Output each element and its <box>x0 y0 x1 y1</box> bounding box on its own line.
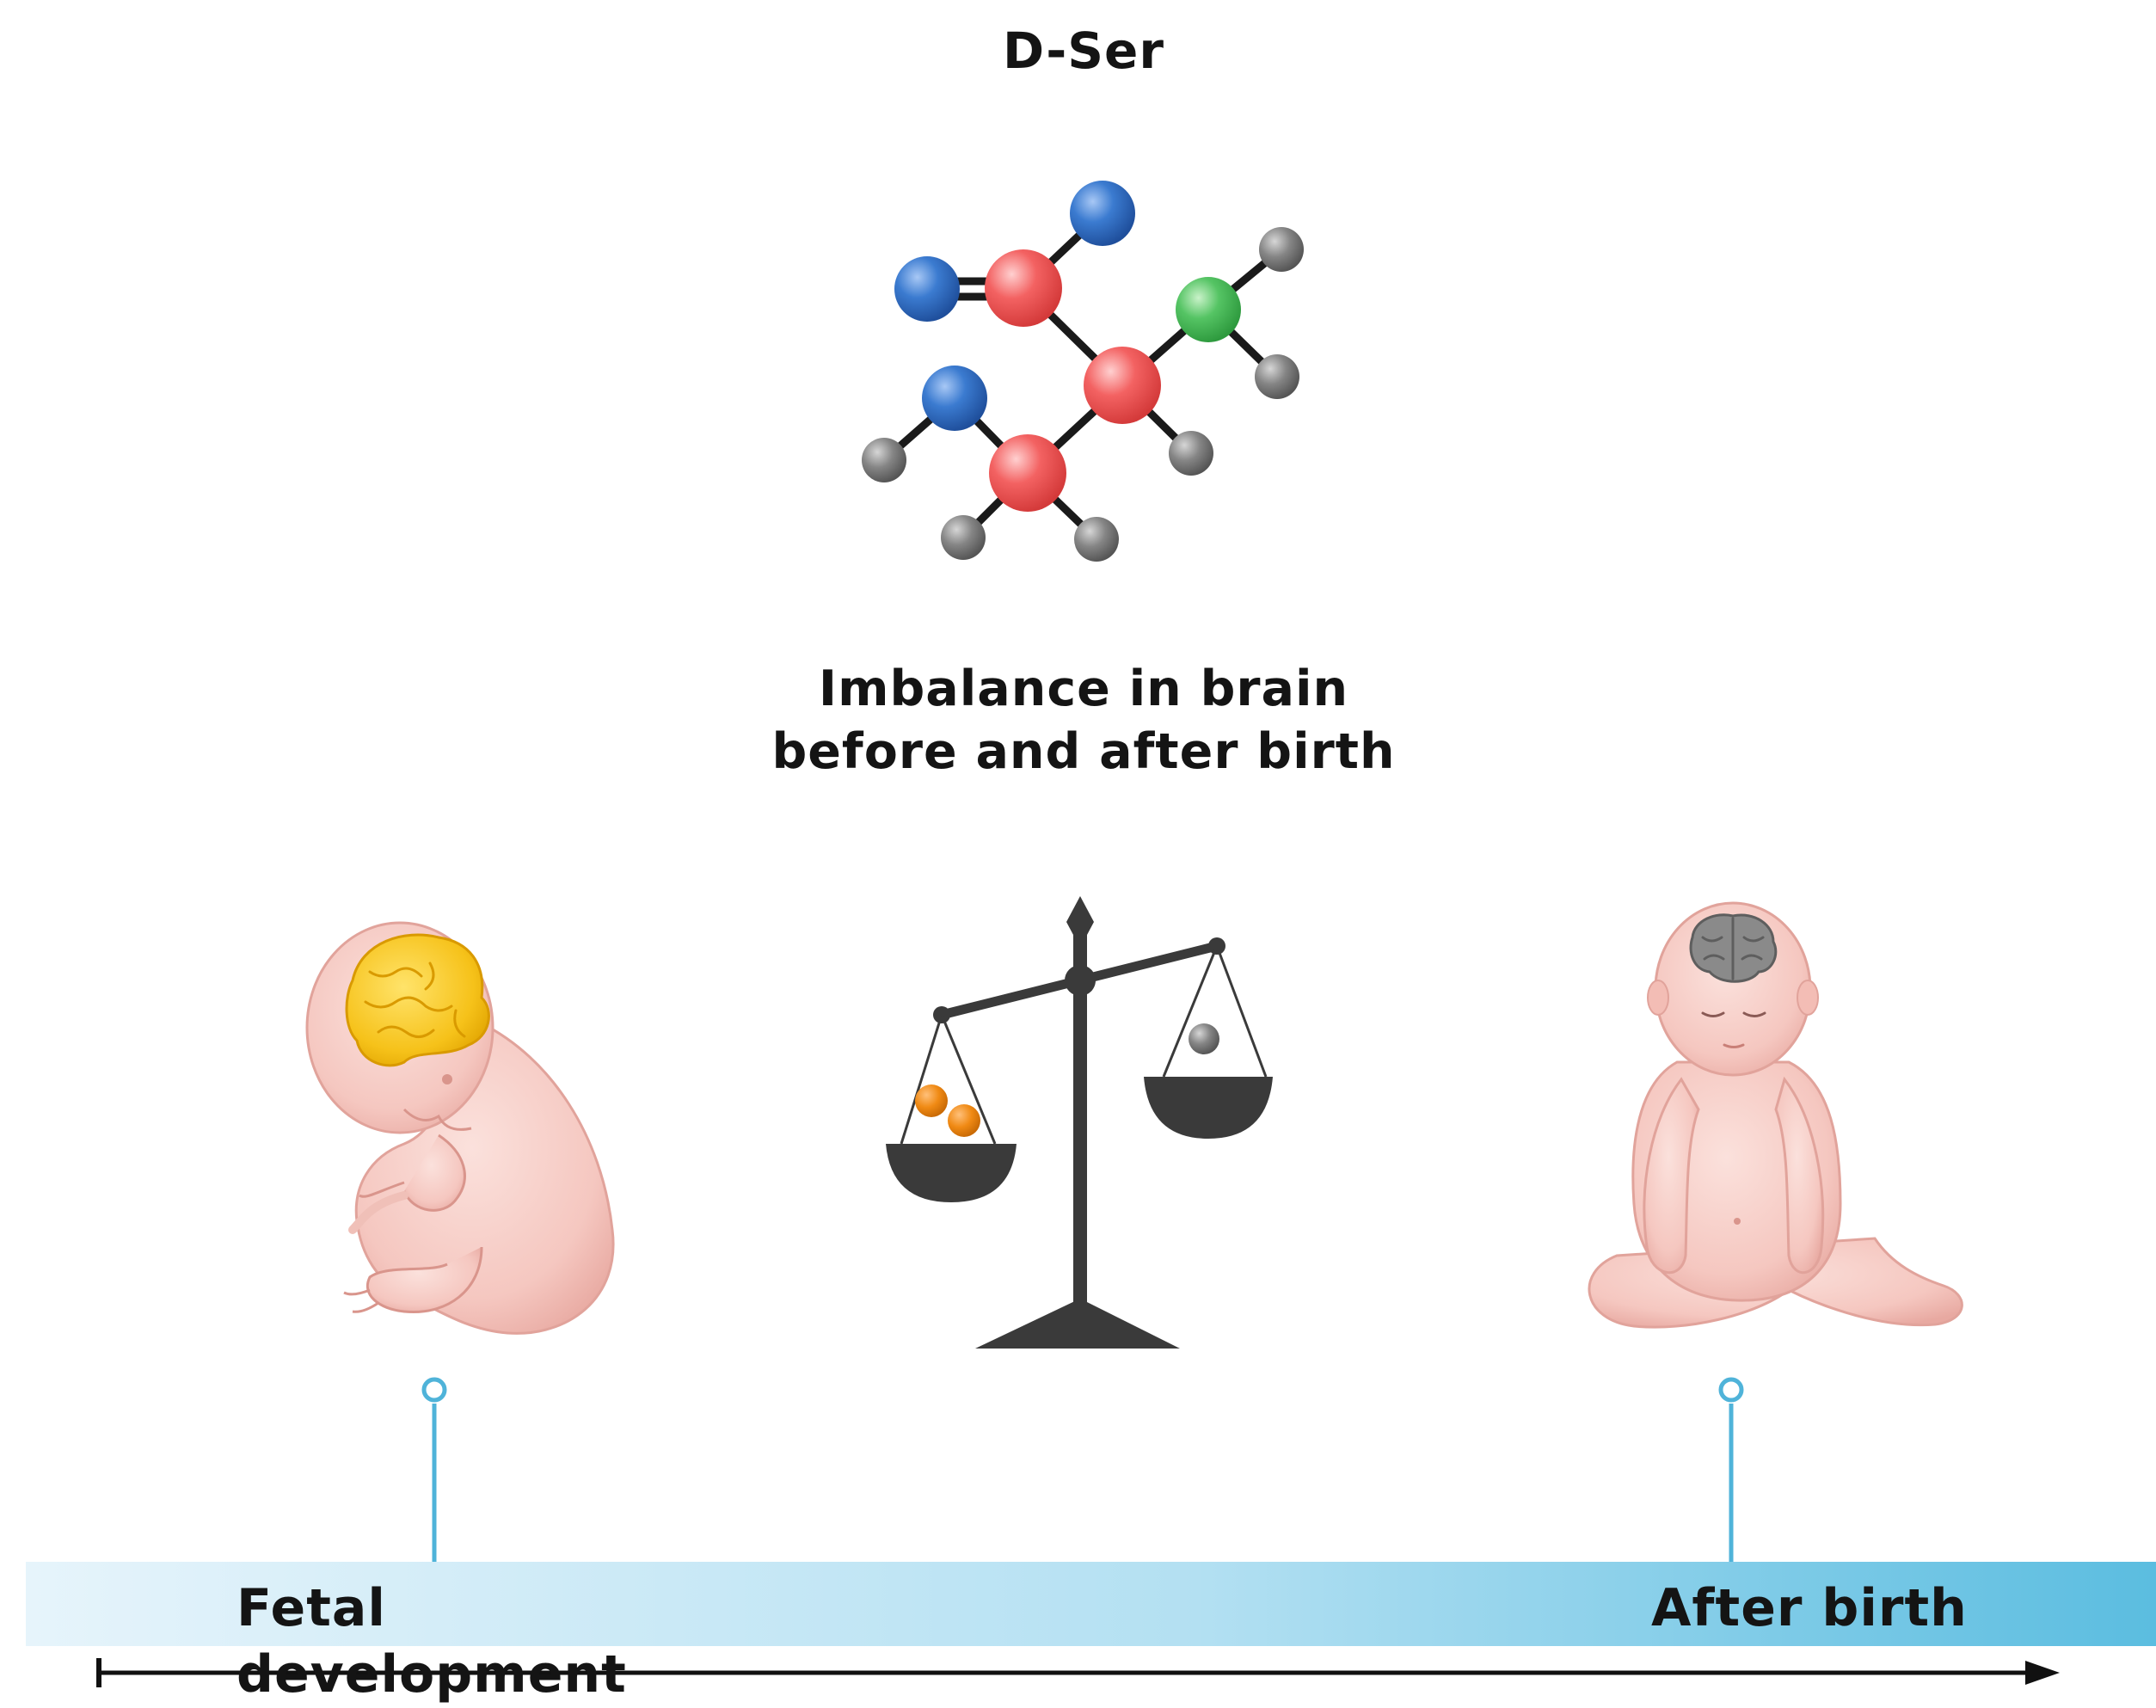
molecule-icon <box>862 181 1304 562</box>
oxygen-atom <box>1070 181 1135 246</box>
caption-line-2: before and after birth <box>771 722 1396 780</box>
timeline <box>26 1377 2156 1687</box>
hydrogen-atom <box>1259 227 1304 272</box>
weight-ball <box>948 1104 980 1137</box>
oxygen-atom <box>922 366 987 431</box>
balance-scale-icon <box>886 896 1273 1349</box>
hydrogen-atom <box>1255 354 1299 399</box>
oxygen-atom <box>894 256 960 322</box>
timeline-bar <box>26 1562 2156 1646</box>
hydrogen-atom <box>1169 431 1213 476</box>
hydrogen-atom <box>941 515 986 560</box>
caption: Imbalance in brain before and after birt… <box>671 658 1496 783</box>
hydrogen-atom <box>862 438 906 482</box>
hydrogen-atom <box>1074 517 1119 562</box>
caption-line-1: Imbalance in brain <box>818 660 1349 717</box>
baby-icon <box>1588 901 1963 1329</box>
fetus-icon <box>305 921 615 1335</box>
weight-ball <box>1189 1023 1219 1054</box>
after-birth-label: After birth <box>1651 1578 1968 1638</box>
carbon-atom <box>985 249 1062 327</box>
carbon-atom <box>1084 347 1161 424</box>
time-arrow <box>96 1658 2060 1687</box>
nitrogen-atom <box>1176 277 1241 342</box>
fetal-development-label: Fetal development <box>236 1578 627 1705</box>
molecule-title: D-Ser <box>1002 22 1164 80</box>
weight-ball <box>915 1084 948 1117</box>
carbon-atom <box>989 434 1066 512</box>
